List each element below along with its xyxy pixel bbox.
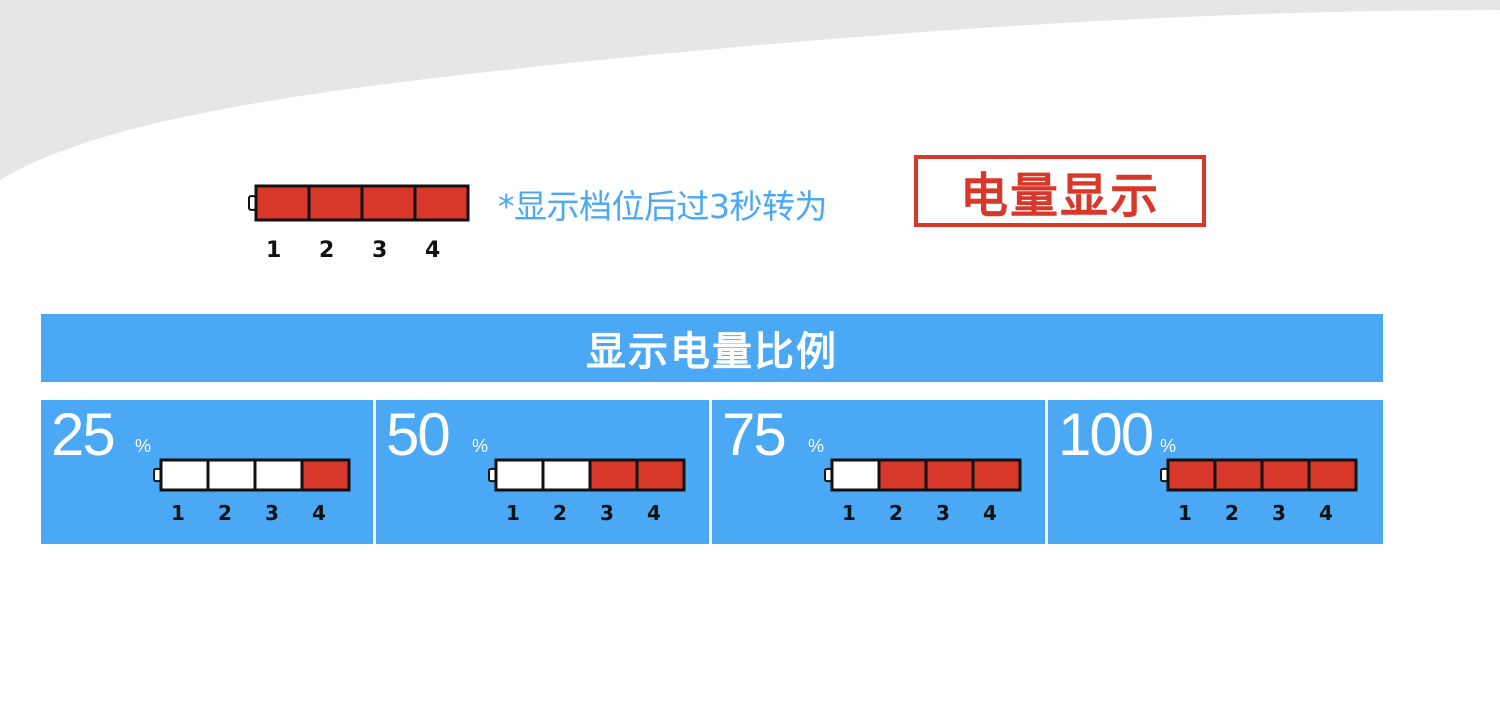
segment-labels: 1 2 3 4 — [838, 501, 1038, 527]
battery-segment-4 — [1307, 458, 1358, 492]
level-value: 100 — [1058, 401, 1154, 468]
battery-segment-4 — [413, 184, 470, 222]
level-cell-25: 25 % 1 2 3 4 — [41, 400, 373, 544]
battery-segment-3 — [924, 458, 975, 492]
segment-label-2: 2 — [889, 501, 903, 525]
battery-segment-2 — [206, 458, 257, 492]
power-display-box: 电量显示 — [914, 155, 1206, 227]
legend-battery-icon — [248, 184, 471, 226]
segment-labels: 1 2 3 4 — [502, 501, 702, 527]
segment-label-4: 4 — [1319, 501, 1333, 525]
segment-label-1: 1 — [506, 501, 520, 525]
battery-segment-2 — [877, 458, 928, 492]
level-cell-75: 75 % 1 2 3 4 — [712, 400, 1045, 544]
segment-labels: 1 2 3 4 — [1174, 501, 1374, 527]
level-value: 25 — [51, 401, 116, 468]
header-bar: 显示电量比例 — [41, 314, 1383, 382]
display-note: *显示档位后过3秒转为 — [498, 187, 828, 226]
battery-segment-3 — [1260, 458, 1311, 492]
segment-label-4: 4 — [983, 501, 997, 525]
battery-segment-2 — [1213, 458, 1264, 492]
segment-label-4: 4 — [647, 501, 661, 525]
segment-label-4: 4 — [312, 501, 326, 525]
battery-segment-2 — [541, 458, 592, 492]
level-unit: % — [808, 436, 825, 456]
battery-icon — [824, 458, 1023, 496]
segment-label-1: 1 — [266, 238, 282, 263]
level-value: 75 — [722, 401, 787, 468]
segment-label-2: 2 — [1225, 501, 1239, 525]
segment-label-3: 3 — [372, 238, 388, 263]
battery-segment-1 — [254, 184, 311, 222]
segment-label-3: 3 — [936, 501, 950, 525]
level-cell-50: 50 % 1 2 3 4 — [376, 400, 709, 544]
level-cells: 25 % 1 2 3 4 50 % 1 2 3 4 75 % 1 2 3 4 100 % 1 2 3 4 — [41, 400, 1383, 544]
battery-segment-3 — [588, 458, 639, 492]
level-unit: % — [1160, 436, 1177, 456]
battery-icon — [488, 458, 687, 496]
battery-segment-1 — [159, 458, 210, 492]
header-title: 显示电量比例 — [586, 329, 838, 375]
battery-segment-1 — [830, 458, 881, 492]
level-value: 50 — [386, 401, 451, 468]
segment-label-2: 2 — [218, 501, 232, 525]
battery-segment-4 — [300, 458, 351, 492]
battery-segment-4 — [971, 458, 1022, 492]
segment-label-3: 3 — [600, 501, 614, 525]
segment-label-4: 4 — [425, 238, 441, 263]
segment-label-2: 2 — [553, 501, 567, 525]
segment-label-1: 1 — [1178, 501, 1192, 525]
segment-label-1: 1 — [171, 501, 185, 525]
battery-segment-3 — [253, 458, 304, 492]
segment-labels: 1 2 3 4 — [167, 501, 367, 527]
segment-label-1: 1 — [842, 501, 856, 525]
battery-icon — [153, 458, 352, 496]
level-unit: % — [135, 436, 152, 456]
battery-segment-1 — [1166, 458, 1217, 492]
level-unit: % — [472, 436, 489, 456]
battery-segment-1 — [494, 458, 545, 492]
segment-label-2: 2 — [319, 238, 335, 263]
power-display-label: 电量显示 — [959, 168, 1160, 224]
battery-icon — [1160, 458, 1359, 496]
segment-label-3: 3 — [265, 501, 279, 525]
battery-segment-2 — [307, 184, 364, 222]
legend-segment-labels: 1 2 3 4 — [262, 238, 462, 268]
level-cell-100: 100 % 1 2 3 4 — [1048, 400, 1383, 544]
battery-segment-4 — [635, 458, 686, 492]
segment-label-3: 3 — [1272, 501, 1286, 525]
battery-segment-3 — [360, 184, 417, 222]
